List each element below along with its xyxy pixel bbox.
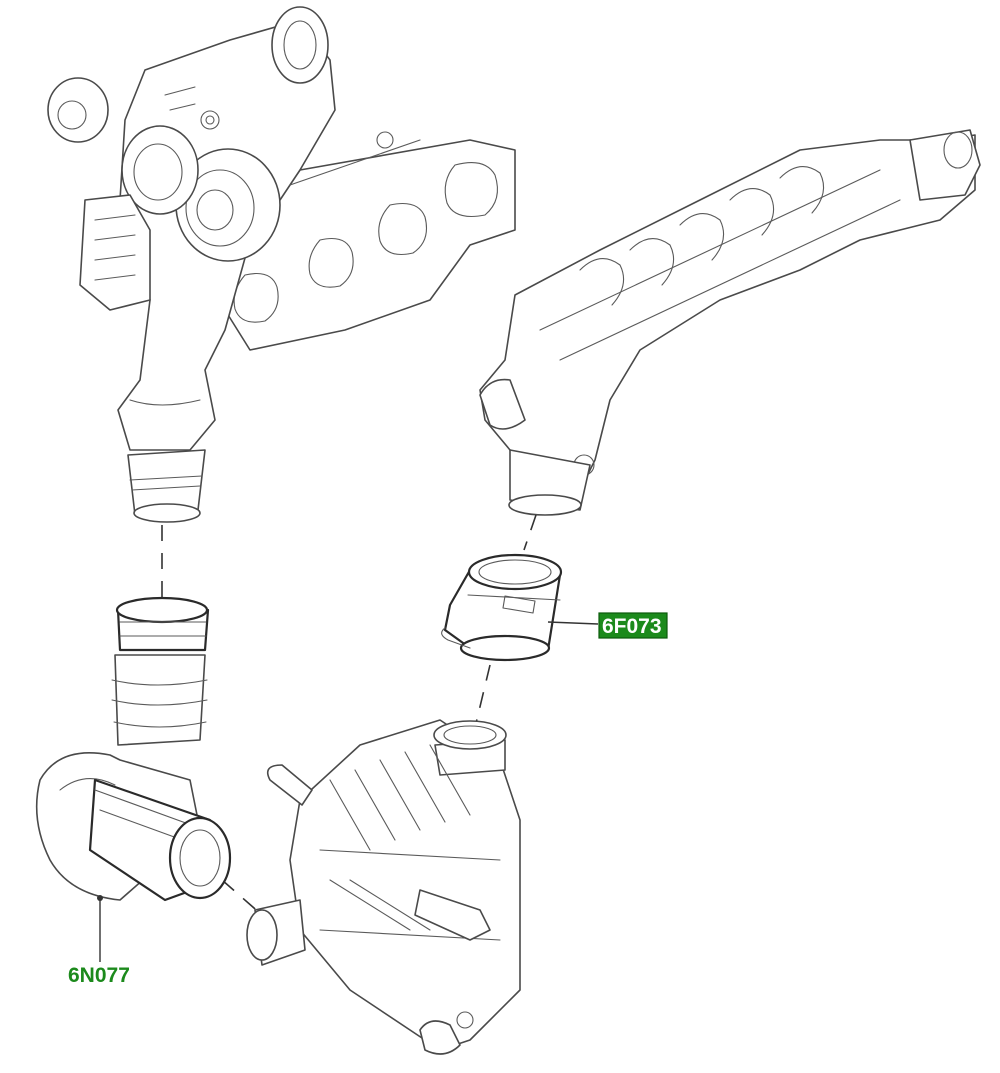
callout-label-6n077: 6N077	[68, 964, 130, 987]
callout-6n077: 6N077	[68, 964, 130, 987]
intercooler-hose	[35, 596, 232, 962]
turbocharger-assembly	[47, 6, 516, 523]
intake-manifold	[479, 129, 981, 516]
callout-highlight-box	[598, 612, 668, 639]
charge-air-cooler	[246, 719, 521, 1055]
callout-label-6f073: 6F073	[602, 615, 662, 638]
callout-6f073: 6F073	[598, 612, 668, 639]
mass-air-flow-sensor	[441, 553, 599, 662]
